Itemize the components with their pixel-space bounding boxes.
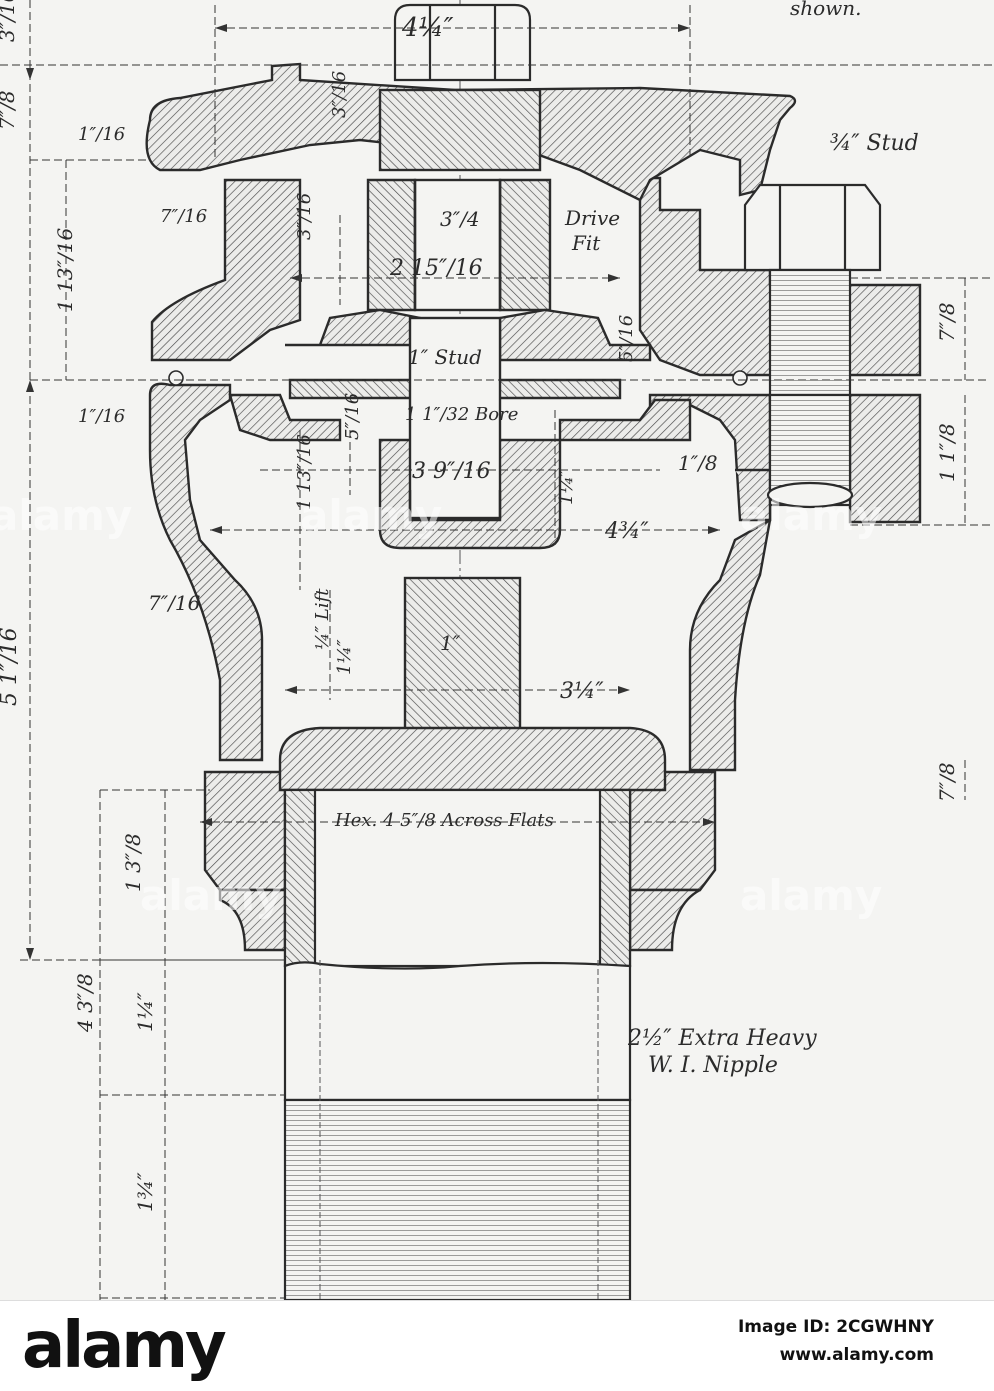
label-dim-3-1-4: 3¼″ xyxy=(560,679,604,704)
guide-bushing xyxy=(366,178,552,312)
label-left-1-16: 1″/16 xyxy=(78,124,125,145)
watermark-left-2: alamy xyxy=(140,871,282,920)
label-left-7-8: 7″/8 xyxy=(0,90,19,130)
label-dim-3-9-16: 3 9″/16 xyxy=(412,459,491,484)
label-top-4-1-4: 4¼″ xyxy=(401,13,454,43)
label-right-7-8-b: 7″/8 xyxy=(935,762,959,802)
side-stud xyxy=(743,183,882,509)
label-inner-1-1-4-b: 1¼″ xyxy=(334,639,355,675)
label-top-left-3-16: 3″/16 xyxy=(0,0,19,42)
label-left-5-1-16: 5 1″/16 xyxy=(0,627,22,706)
label-left-1-3-4: 1¾″ xyxy=(133,1172,157,1212)
seat-contacts xyxy=(168,370,748,386)
label-lever-3-16: 3″/16 xyxy=(329,71,350,118)
label-left-4-3-8: 4 3″/8 xyxy=(73,973,97,1033)
label-left-1-3-8: 1 3″/8 xyxy=(121,833,145,892)
label-hex: Hex. 4 5″/8 Across Flats xyxy=(334,810,554,831)
lever-cap xyxy=(145,62,797,202)
label-stud-3-4: ¾″ Stud xyxy=(830,131,919,156)
label-stud-1: 1″ Stud xyxy=(408,345,482,369)
label-bore: 1 1″/32 Bore xyxy=(405,404,518,425)
label-dim-1: 1″ xyxy=(440,631,461,655)
lower-cap xyxy=(278,726,667,792)
watermark-right-1: alamy xyxy=(740,491,882,540)
label-inner-5-16: 5″/16 xyxy=(342,393,363,440)
label-nipple-2: W. I. Nipple xyxy=(648,1053,778,1078)
label-inner-3-16: 3″/16 xyxy=(294,193,315,240)
stock-footer: alamy Image ID: 2CGWHNY www.alamy.com xyxy=(0,1300,994,1391)
label-dim-4-3-4: 4¾″ xyxy=(604,519,649,544)
label-shown: shown. xyxy=(790,0,862,20)
watermark-right-2: alamy xyxy=(740,871,882,920)
site-url[interactable]: www.alamy.com xyxy=(779,1345,934,1365)
label-dim-3-4: 3″/4 xyxy=(440,207,480,231)
label-left-7-16: 7″/16 xyxy=(160,206,207,227)
label-right-5-16: 5″/16 xyxy=(616,315,637,362)
dimension-lines xyxy=(0,0,994,1300)
label-drive-fit-1: Drive xyxy=(564,206,620,230)
label-lift: ¼″ Lift xyxy=(312,588,333,650)
label-inner-1-1-4: 1¼″ xyxy=(556,469,577,505)
label-drive-fit-2: Fit xyxy=(571,231,601,255)
alamy-logo[interactable]: alamy xyxy=(22,1309,227,1383)
valve-section-drawing: 3″/16 4¼″ shown. 7″/8 1″/16 3″/16 ¾″ Stu… xyxy=(0,0,994,1300)
label-right-7-8: 7″/8 xyxy=(935,302,959,342)
label-right-1-1-8: 1 1″/8 xyxy=(935,423,959,482)
dimension-arrows xyxy=(26,24,720,960)
top-nut xyxy=(393,3,532,82)
watermark-mid-1: alamy xyxy=(300,491,442,540)
nipple xyxy=(283,788,632,1300)
disc-assembly xyxy=(228,308,692,550)
watermarks: alamy alamy alamy alamy alamy xyxy=(0,491,882,920)
dimension-labels: 3″/16 4¼″ shown. 7″/8 1″/16 3″/16 ¾″ Stu… xyxy=(0,0,959,1212)
label-nipple-1: 2½″ Extra Heavy xyxy=(627,1026,817,1051)
watermark-left-1: alamy xyxy=(0,491,132,540)
label-dim-2-15-16: 2 15″/16 xyxy=(389,256,483,281)
label-left-1-13-16: 1 13″/16 xyxy=(53,228,77,312)
label-inner-1-13-16: 1 13″/16 xyxy=(294,434,315,510)
label-right-1-8: 1″/8 xyxy=(678,451,718,475)
label-left-1-1-4: 1¼″ xyxy=(133,992,157,1032)
label-left-1-16-b: 1″/16 xyxy=(78,406,125,427)
label-left-7-16-b: 7″/16 xyxy=(148,591,201,615)
image-id: Image ID: 2CGWHNY xyxy=(737,1317,934,1337)
